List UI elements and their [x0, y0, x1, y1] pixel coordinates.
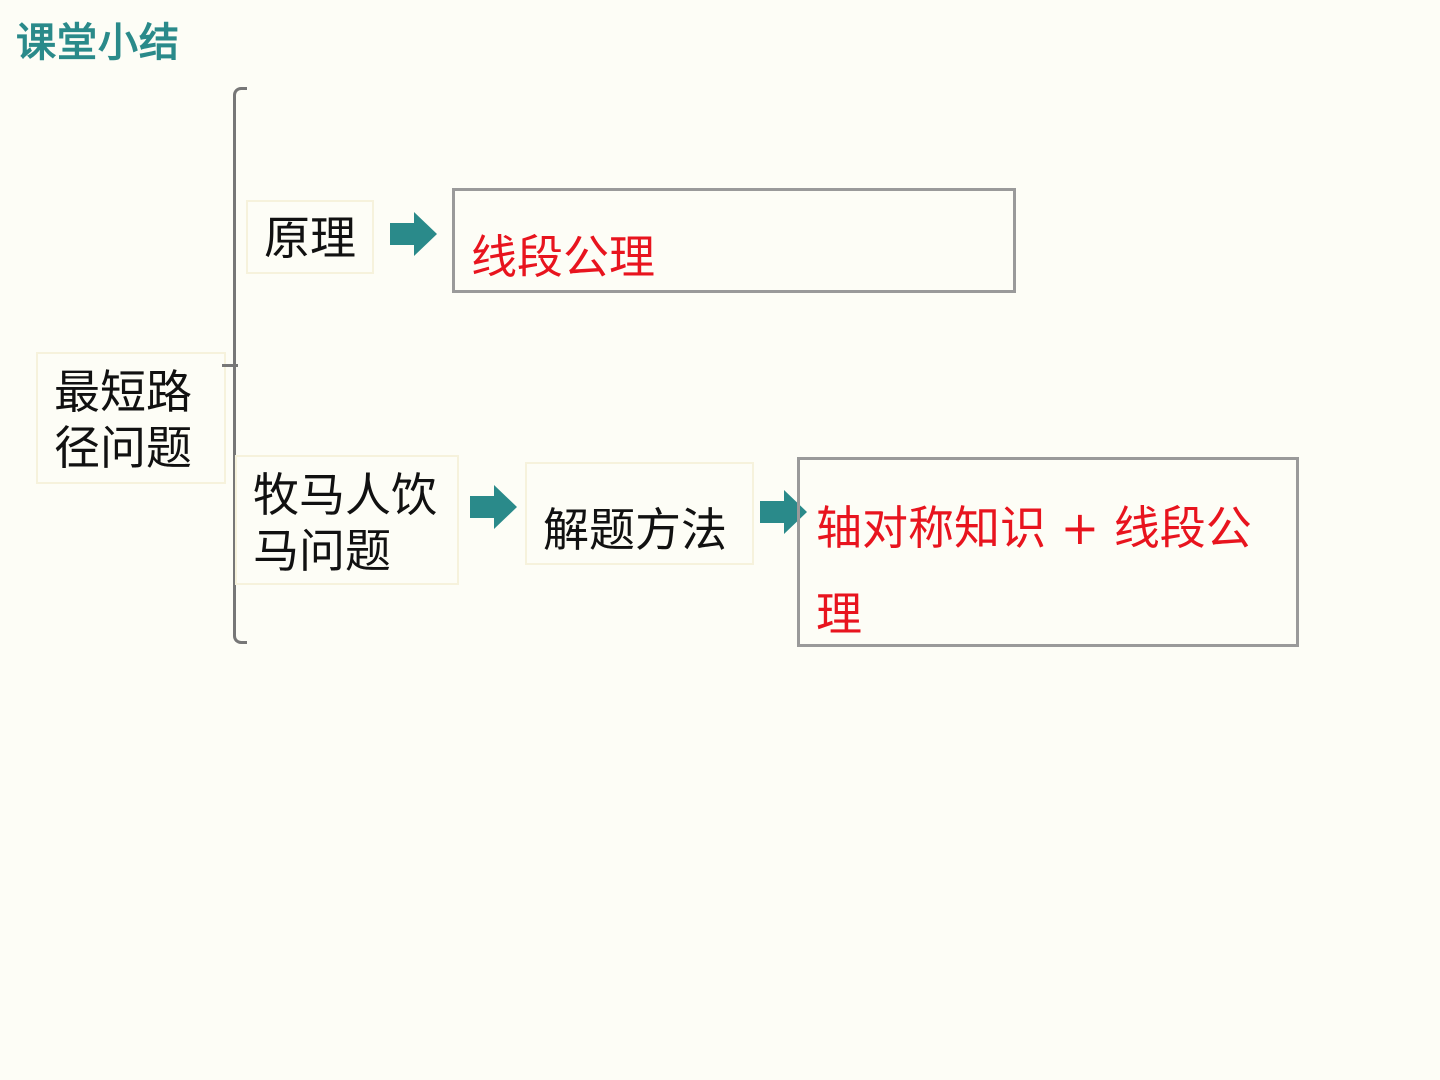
horse-problem-label: 牧马人饮 马问题	[235, 455, 459, 585]
method-answer-line-1: 轴对称知识 + 线段公	[816, 501, 1252, 555]
principle-label-text: 原理	[264, 211, 356, 265]
arrow-right-icon	[390, 212, 437, 256]
arrow-right-icon	[470, 485, 517, 529]
horse-problem-line-1: 牧马人饮	[253, 468, 437, 522]
method-label: 解题方法	[525, 462, 754, 565]
method-answer-box: 轴对称知识 + 线段公 理	[797, 457, 1299, 647]
method-label-text: 解题方法	[543, 503, 727, 557]
principle-answer-box: 线段公理	[452, 188, 1016, 293]
bracket-tick	[222, 364, 238, 367]
horse-problem-line-2: 马问题	[253, 524, 391, 578]
root-node-line-1: 最短路	[54, 365, 192, 419]
principle-answer-text: 线段公理	[471, 230, 655, 284]
page-title: 课堂小结	[16, 20, 180, 66]
principle-label: 原理	[246, 200, 374, 274]
root-node-line-2: 径问题	[54, 421, 192, 475]
method-answer-line-2: 理	[816, 587, 862, 641]
root-node-shortest-path: 最短路 径问题	[36, 352, 226, 484]
arrow-right-icon	[760, 490, 807, 534]
